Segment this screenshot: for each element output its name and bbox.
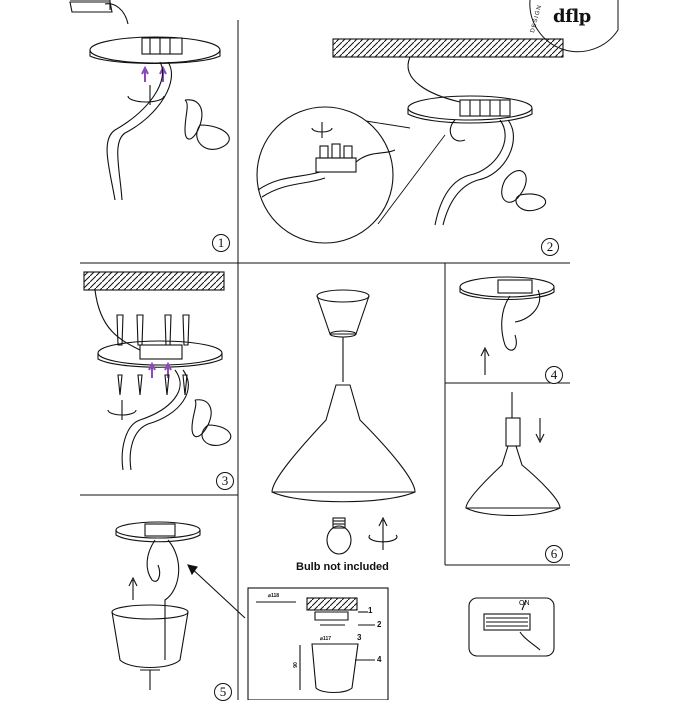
step-1-illustration xyxy=(69,1,230,201)
detail-box xyxy=(247,587,389,700)
wall-plugs xyxy=(116,314,190,346)
panel-dividers xyxy=(80,20,570,700)
step-7-illustration xyxy=(111,521,201,690)
callout-3: 3 xyxy=(357,633,362,642)
dim-height: 90 xyxy=(292,662,299,668)
step-number-1: 1 xyxy=(212,234,230,252)
callout-4: 4 xyxy=(377,655,382,664)
wire-strip-illustration xyxy=(70,0,111,10)
callout-1: 1 xyxy=(368,606,373,615)
dim-top-diameter: ⌀118 xyxy=(268,593,280,599)
switch-on-label: ON xyxy=(519,600,530,607)
bulb xyxy=(326,517,352,555)
step-5-lamp-illustration xyxy=(271,289,416,555)
step-number-3: 3 xyxy=(216,472,234,490)
screws xyxy=(117,374,188,396)
step-number-5: 5 xyxy=(214,683,232,701)
dim-bottom-diameter: ⌀117 xyxy=(320,636,332,642)
step-3-illustration xyxy=(83,271,232,471)
brand-circle xyxy=(529,0,619,53)
step-2-illustration xyxy=(256,38,564,244)
step-4-illustration xyxy=(459,276,555,375)
bulb-not-included-note: Bulb not included xyxy=(296,561,389,573)
step-number-6: 6 xyxy=(545,545,563,563)
step-number-4: 4 xyxy=(545,366,563,384)
switch-illustration xyxy=(468,597,555,657)
step-6-illustration xyxy=(465,392,561,517)
step-number-2: 2 xyxy=(541,238,559,256)
brand-logo: dflp xyxy=(553,6,591,27)
callout-2: 2 xyxy=(377,620,382,629)
